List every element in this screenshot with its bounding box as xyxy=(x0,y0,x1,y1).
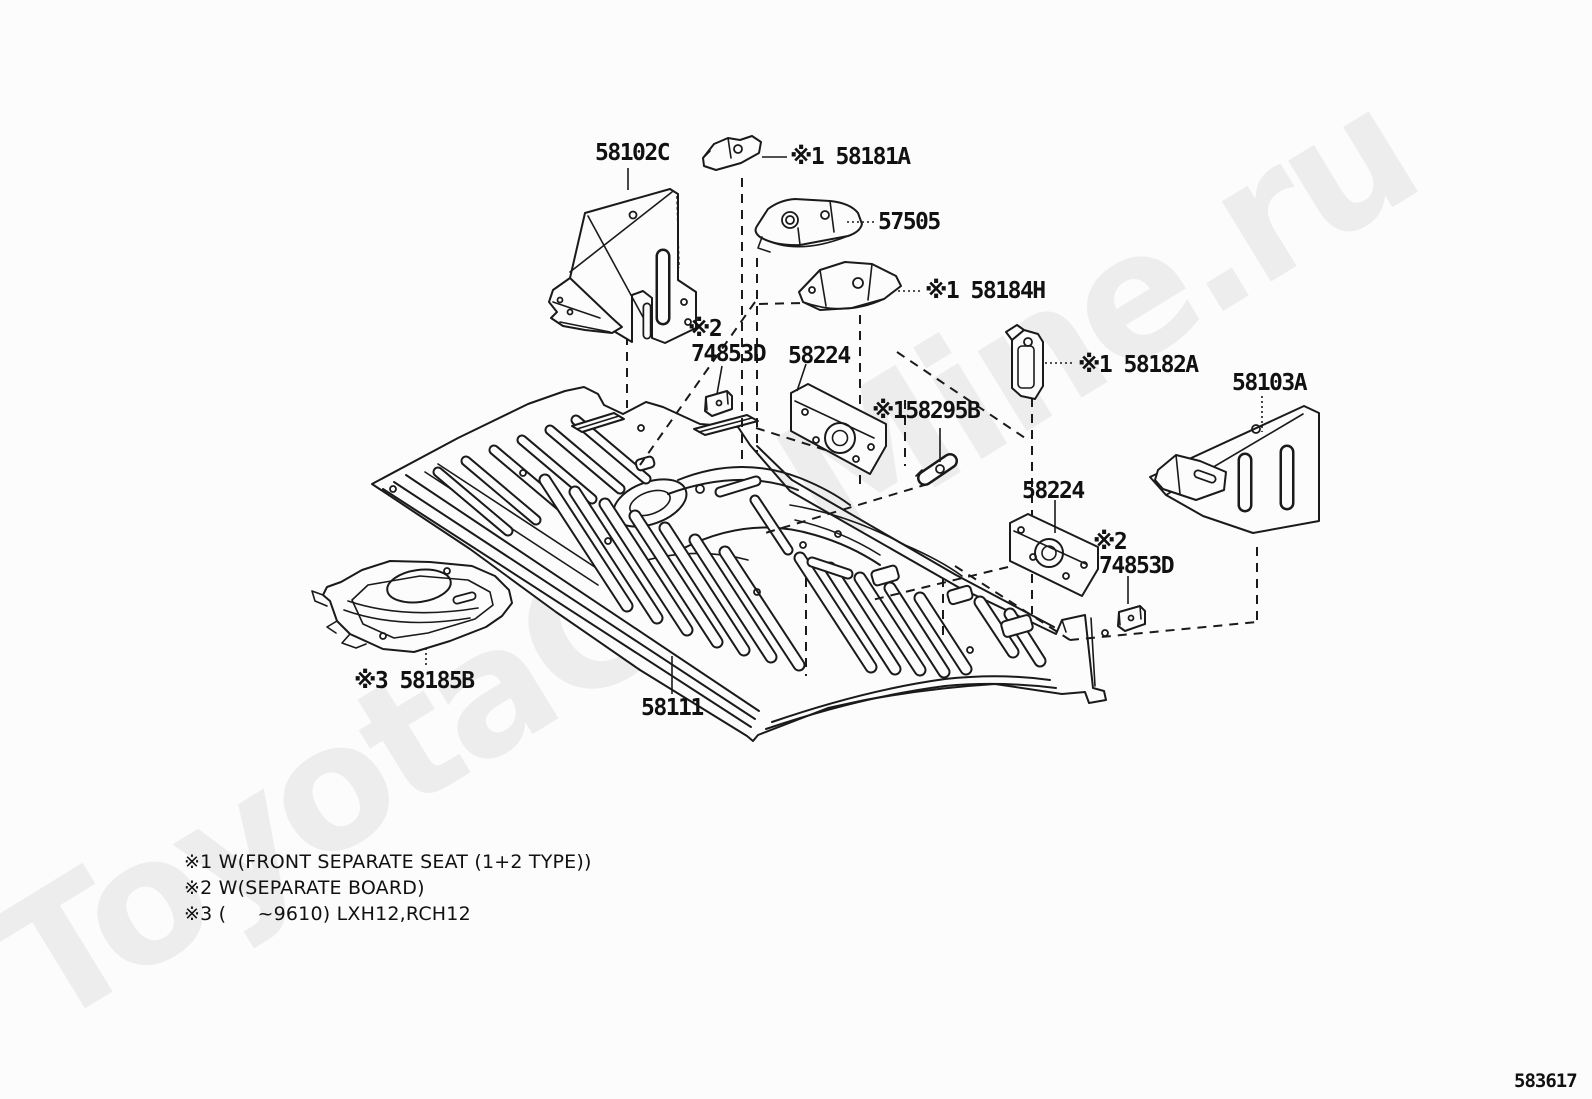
part-label-58184h: ※1 58184H xyxy=(925,278,1046,304)
part-label-74853d-left: 74853D xyxy=(691,341,767,367)
ref-mark-2-right: ※2 xyxy=(1093,529,1128,555)
part-label-58182a: ※1 58182A xyxy=(1078,352,1199,378)
part-58224-left-drawing xyxy=(790,383,887,475)
part-label-58102c: 58102C xyxy=(595,140,671,166)
part-label-58103a: 58103A xyxy=(1232,370,1308,396)
part-label-58181a: ※1 58181A xyxy=(790,144,911,170)
part-58182a-drawing xyxy=(1005,324,1044,400)
footnote-1: ※1 W(FRONT SEPARATE SEAT (1+2 TYPE)) xyxy=(184,851,592,873)
part-58111-floor-drawing xyxy=(371,386,1109,742)
diagram-number: 583617 xyxy=(1514,1070,1578,1092)
footnote-2: ※2 W(SEPARATE BOARD) xyxy=(184,877,425,899)
dashed-assembly-lines xyxy=(626,178,1258,676)
part-label-58224-right: 58224 xyxy=(1022,478,1085,504)
part-58184h-drawing xyxy=(798,261,902,311)
part-58185b-drawing xyxy=(311,560,513,653)
part-58102c-drawing xyxy=(548,188,697,344)
part-58295b-drawing xyxy=(915,453,958,486)
part-57505-drawing xyxy=(754,198,863,253)
part-label-58185b: ※3 58185B xyxy=(354,668,475,694)
part-58224-right-drawing xyxy=(1009,513,1099,597)
part-label-58224-left: 58224 xyxy=(788,343,851,369)
leader-lines xyxy=(425,156,1263,694)
part-label-58295b: ※158295B xyxy=(872,398,981,424)
ref-mark-2-left: ※2 xyxy=(688,316,723,342)
part-58103a-drawing xyxy=(1149,405,1320,534)
part-74853d-left-drawing xyxy=(704,390,733,417)
part-58181a-drawing xyxy=(702,135,762,171)
part-74853d-right-drawing xyxy=(1117,605,1146,632)
part-label-57505: 57505 xyxy=(878,209,941,235)
footnote-3: ※3 ( ~9610) LXH12,RCH12 xyxy=(184,903,471,925)
part-label-74853d-right: 74853D xyxy=(1099,553,1175,579)
part-label-58111: 58111 xyxy=(641,695,704,721)
